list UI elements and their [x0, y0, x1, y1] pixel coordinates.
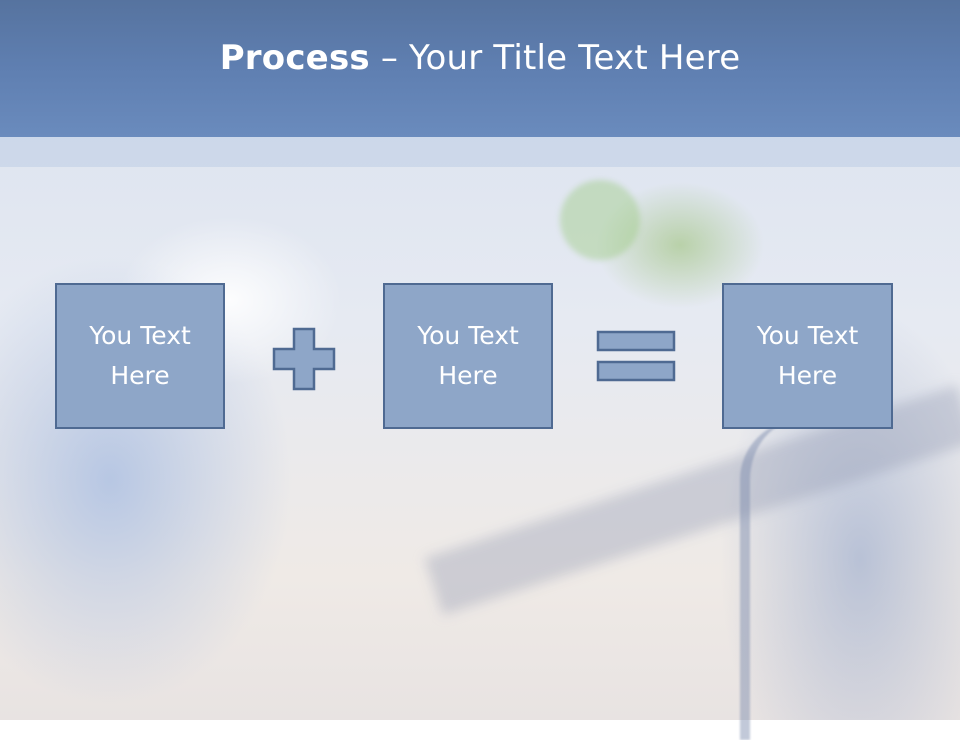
title-bold: Process	[219, 37, 370, 78]
process-box-2[interactable]: You Text Here	[383, 283, 553, 429]
background-car-wheel-arch	[740, 420, 840, 740]
title-rest: – Your Title Text Here	[369, 37, 741, 78]
process-box-3-text: You Text Here	[756, 321, 859, 390]
title-strip	[0, 137, 960, 167]
slide-title[interactable]: Process – Your Title Text Here	[220, 38, 741, 78]
process-box-1-text: You Text Here	[89, 321, 191, 390]
title-bar: Process – Your Title Text Here	[0, 0, 960, 137]
background-flower	[560, 180, 640, 260]
process-box-1[interactable]: You Text Here	[55, 283, 225, 429]
equals-icon	[596, 330, 676, 382]
process-box-3[interactable]: You Text Here	[722, 283, 893, 429]
plus-icon	[272, 327, 336, 391]
process-box-2-text: You Text Here	[417, 321, 519, 390]
